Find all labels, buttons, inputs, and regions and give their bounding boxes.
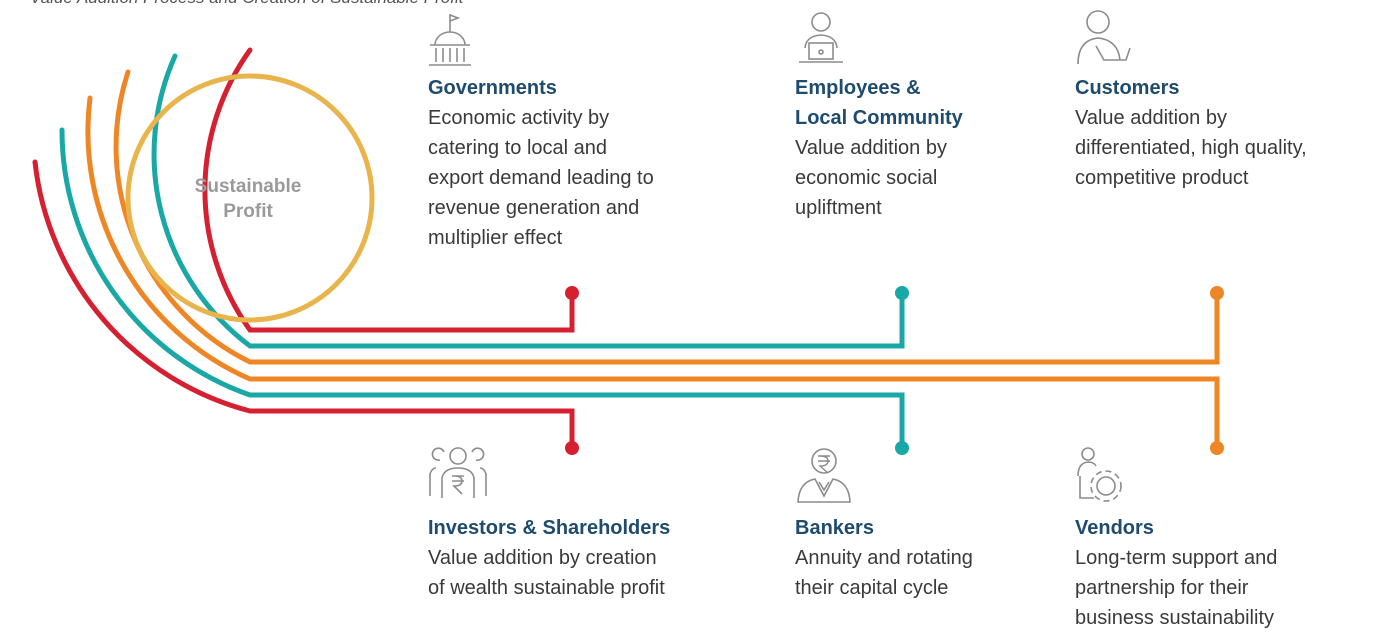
dot-governments bbox=[565, 286, 579, 300]
vendors-desc-line3: business sustainability bbox=[1075, 607, 1274, 629]
sustainable-profit-circle bbox=[125, 73, 375, 323]
dot-customers bbox=[1210, 286, 1224, 300]
flow-line-teal-top bbox=[151, 53, 905, 349]
vendors-block: Vendors Long-term support and partnershi… bbox=[1075, 513, 1277, 633]
vendors-title: Vendors bbox=[1075, 517, 1154, 539]
bankers-desc-line1: Annuity and rotating bbox=[795, 547, 973, 569]
bankers-block: Bankers Annuity and rotating their capit… bbox=[795, 513, 973, 603]
dot-bankers bbox=[895, 441, 909, 455]
investors-desc-line1: Value addition by creation bbox=[428, 547, 657, 569]
customers-desc-line2: differentiated, high quality, bbox=[1075, 137, 1307, 159]
employees-desc-line1: Value addition by bbox=[795, 137, 947, 159]
employees-title-line2: Local Community bbox=[795, 107, 963, 129]
customers-block: Customers Value addition by differentiat… bbox=[1075, 73, 1307, 193]
governments-desc-line2: catering to local and bbox=[428, 137, 608, 159]
investors-group-rupee-icon bbox=[429, 447, 487, 498]
customers-desc-line1: Value addition by bbox=[1075, 107, 1227, 129]
center-label-line2: Profit bbox=[223, 201, 273, 222]
customers-desc-line3: competitive product bbox=[1075, 167, 1249, 189]
dot-employees bbox=[895, 286, 909, 300]
governments-desc-line5: multiplier effect bbox=[428, 227, 563, 249]
customer-person-icon bbox=[1077, 10, 1131, 65]
flow-line-red-bottom bbox=[32, 159, 575, 451]
governments-desc-line4: revenue generation and bbox=[428, 197, 640, 219]
government-building-icon bbox=[429, 14, 471, 66]
governments-block: Governments Economic activity by caterin… bbox=[428, 73, 654, 253]
center-label-line1: Sustainable bbox=[194, 176, 302, 197]
investors-title: Investors & Shareholders bbox=[428, 517, 671, 539]
investors-block: Investors & Shareholders Value addition … bbox=[428, 513, 670, 603]
employees-title-line1: Employees & bbox=[795, 77, 921, 99]
customers-title: Customers bbox=[1075, 77, 1180, 99]
vendors-desc-line2: partnership for their bbox=[1075, 577, 1249, 599]
governments-title: Governments bbox=[428, 77, 557, 99]
employee-laptop-icon bbox=[799, 12, 843, 63]
flow-line-orange-bottom bbox=[85, 95, 1220, 451]
dot-vendors bbox=[1210, 441, 1224, 455]
governments-desc-line1: Economic activity by bbox=[428, 107, 610, 129]
dot-investors bbox=[565, 441, 579, 455]
flow-line-red-top bbox=[202, 47, 575, 333]
vendor-gear-icon bbox=[1077, 447, 1122, 502]
center-label: Sustainable Profit bbox=[148, 174, 348, 224]
flow-line-teal-bottom bbox=[59, 127, 905, 451]
governments-desc-line3: export demand leading to bbox=[428, 167, 654, 189]
bankers-title: Bankers bbox=[795, 517, 874, 539]
investors-desc-line2: of wealth sustainable profit bbox=[428, 577, 665, 599]
employees-desc-line2: economic social bbox=[795, 167, 938, 189]
page-title: Value Addition Process and Creation of S… bbox=[30, 0, 463, 8]
employees-block: Employees & Local Community Value additi… bbox=[795, 73, 963, 223]
vendors-desc-line1: Long-term support and bbox=[1075, 547, 1278, 569]
employees-desc-line3: upliftment bbox=[795, 197, 882, 219]
banker-rupee-icon bbox=[797, 448, 851, 503]
bankers-desc-line2: their capital cycle bbox=[795, 577, 949, 599]
